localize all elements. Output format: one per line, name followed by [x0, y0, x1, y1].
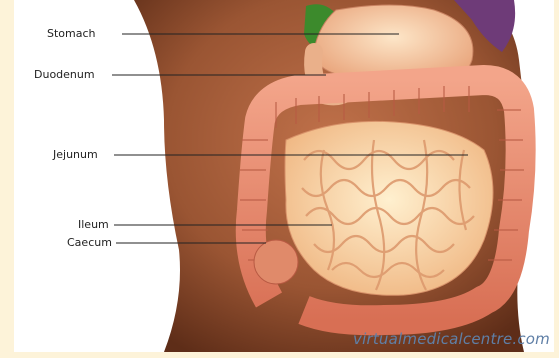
caecum [254, 240, 298, 284]
label-duodenum: Duodenum [34, 69, 95, 81]
label-stomach: Stomach [47, 28, 96, 40]
source-watermark: virtualmedicalcentre.com [353, 330, 550, 348]
label-jejunum: Jejunum [53, 149, 98, 161]
anatomy-panel: Stomach Duodenum Jejunum Ileum Caecum vi… [14, 0, 554, 352]
label-caecum: Caecum [67, 237, 112, 249]
label-ileum: Ileum [78, 219, 109, 231]
digestive-system-illustration [14, 0, 554, 352]
